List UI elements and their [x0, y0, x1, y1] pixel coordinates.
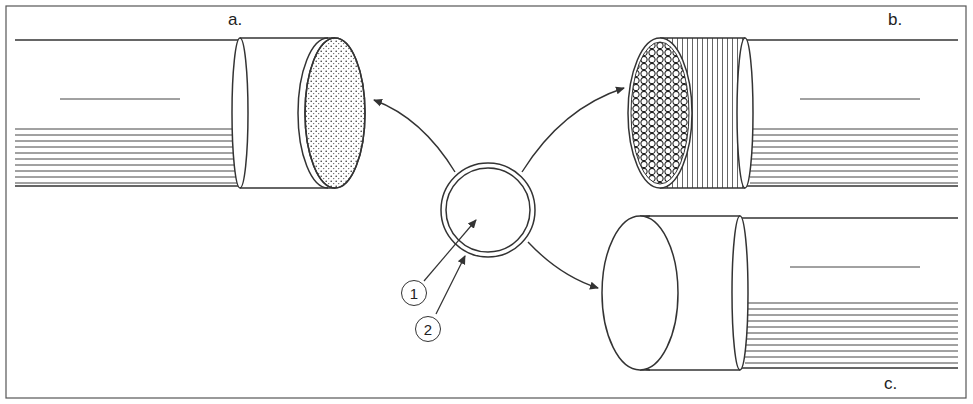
callout-circle: 1: [401, 280, 427, 306]
callout-number: 1: [410, 286, 418, 301]
part-letter: a.: [228, 10, 242, 30]
callout-number: 2: [424, 322, 432, 337]
frame: [6, 6, 966, 398]
tube-b: [628, 38, 958, 188]
callout-circle: 2: [415, 316, 441, 342]
arrow: [374, 88, 624, 288]
part-letter: c.: [884, 374, 897, 394]
part-letter: b.: [888, 10, 902, 30]
leader-line: [424, 220, 476, 314]
tube-c: [602, 216, 958, 370]
cross-section: [441, 163, 535, 257]
tube-a: [15, 38, 365, 188]
